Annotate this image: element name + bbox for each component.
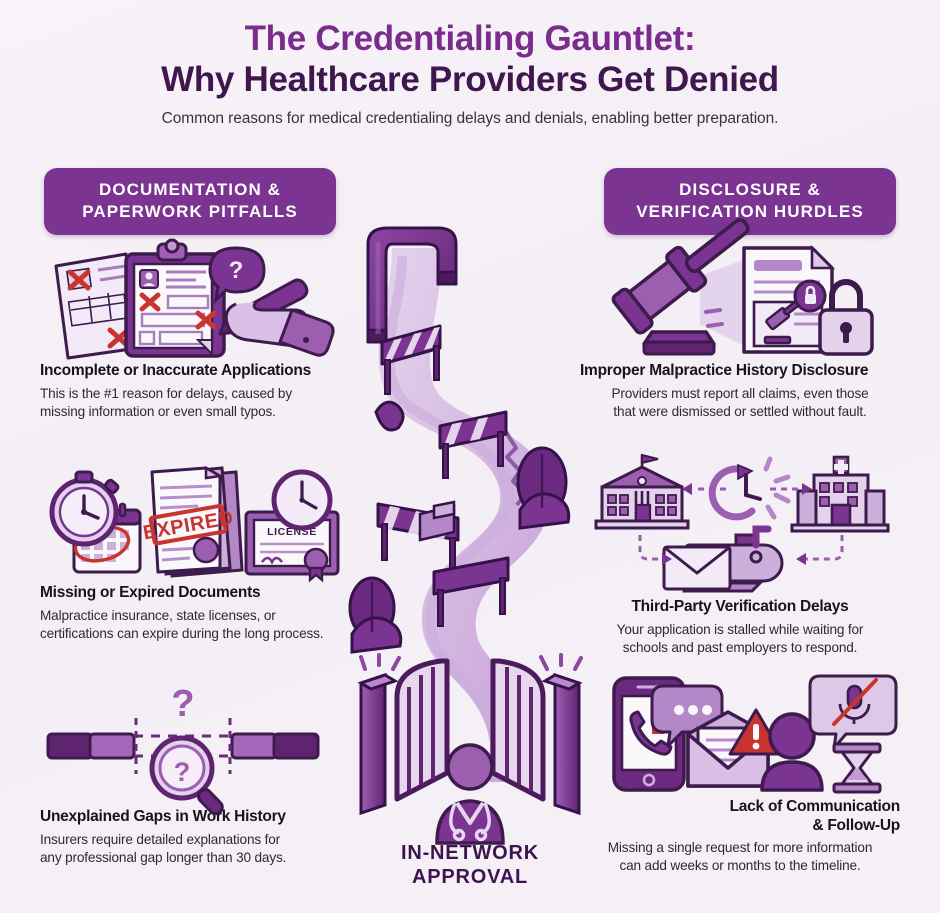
item-title-6-line1: Lack of Communication	[729, 798, 901, 815]
item-lack-of-communication: Lack of Communication & Follow-Up Missin…	[580, 672, 900, 875]
stopwatch-icon	[49, 470, 120, 547]
item-incomplete-applications: ? Incomplete or Inaccurate Applications …	[40, 238, 360, 421]
column-header-left-line1: DOCUMENTATION &	[98, 180, 282, 199]
item-unexplained-work-gaps: ? ? Unexplained Gaps in Work History Ins…	[40, 683, 360, 867]
item-body-5: Your application is stalled while waitin…	[580, 621, 900, 657]
hand-with-pen-icon	[218, 278, 335, 357]
dashed-arrow-connectors	[638, 487, 844, 561]
item-body-1: This is the #1 reason for delays, caused…	[40, 385, 360, 421]
envelope-icon	[662, 545, 732, 591]
approval-label-line1: IN-NETWORK	[401, 842, 539, 864]
road-step-obstacle	[418, 500, 456, 542]
magnifying-glass-icon: ?	[149, 735, 224, 816]
item-malpractice-disclosure: Improper Malpractice History Disclosure …	[580, 218, 900, 421]
column-header-disclosure: DISCLOSURE & VERIFICATION HURDLES	[604, 168, 896, 235]
item-body-6-line1: Missing a single request for more inform…	[607, 840, 873, 856]
gavel-icon	[611, 218, 750, 356]
item-body-6: Missing a single request for more inform…	[580, 839, 900, 875]
page-subtitle: Common reasons for medical credentialing…	[161, 109, 779, 127]
item-body-6-line2: can add weeks or months to the timeline.	[619, 858, 861, 874]
item-body-1-line2: missing information or even small typos.	[40, 403, 276, 419]
column-header-right-line1: DISCLOSURE &	[679, 180, 821, 199]
road-barricade-1	[380, 324, 442, 395]
road-barricade-4	[438, 410, 508, 479]
school-building-icon	[594, 453, 690, 530]
item-missing-expired-documents: EXPIRED LICENSE	[40, 462, 360, 643]
page-title-line2: Why Healthcare Providers Get Denied	[161, 60, 779, 100]
item-title-6-line2: & Follow-Up	[812, 816, 900, 834]
item-body-4: Providers must report all claims, even t…	[580, 385, 900, 421]
sparkle-lines-left	[359, 653, 401, 671]
item-body-2: Malpractice insurance, state licenses, o…	[40, 607, 360, 643]
item-title-1: Incomplete or Inaccurate Applications	[40, 362, 311, 379]
gate-leaf-right[interactable]	[490, 658, 546, 802]
clipboard-icon	[124, 238, 226, 358]
muted-microphone-bubble-icon	[808, 674, 898, 750]
question-mark-large-icon: ?	[171, 683, 194, 725]
impact-lines	[704, 308, 724, 328]
email-alert-icon	[686, 708, 784, 788]
item-body-3-line1: Insurers require detailed explanations f…	[40, 831, 281, 847]
work-history-gap-icon: ? ?	[40, 683, 360, 816]
expired-papers-icon: EXPIRED	[141, 465, 244, 578]
item-title-3: Unexplained Gaps in Work History	[40, 808, 286, 825]
page-header: The Credentialing Gauntlet: Why Healthca…	[0, 18, 940, 128]
waiting-clock-icon	[708, 456, 791, 521]
person-silhouette-icon	[760, 712, 824, 792]
hospital-building-icon	[790, 455, 890, 533]
gate-pillar-left	[359, 672, 387, 816]
item-body-4-line1: Providers must report all claims, even t…	[611, 385, 869, 401]
item-body-3-line2: any professional gap longer than 30 days…	[40, 849, 287, 865]
gate-leaf-left[interactable]	[394, 658, 450, 802]
item-title-5: Third-Party Verification Delays	[631, 598, 849, 615]
item-third-party-verification: Third-Party Verification Delays Your app…	[580, 453, 900, 657]
approval-label-line2: APPROVAL	[411, 865, 529, 888]
hourglass-icon	[832, 742, 882, 794]
clock-motion-lines	[763, 456, 791, 520]
bush-right-upper	[516, 446, 571, 530]
verification-network-icon	[580, 453, 900, 593]
gap-boundary-markers	[134, 718, 232, 774]
timeline-bar-icon	[46, 732, 320, 760]
red-x-mark-icon-2	[139, 292, 217, 330]
question-speech-bubble-icon: ?	[208, 246, 266, 305]
mailbox-icon	[662, 525, 784, 593]
approval-gate-illustration	[355, 653, 585, 845]
svg-text:?: ?	[229, 257, 244, 284]
wall-clock-icon	[271, 469, 333, 531]
sparkle-lines-right	[539, 653, 583, 671]
expired-documents-icon: EXPIRED LICENSE	[40, 462, 360, 583]
approval-goal-label: IN-NETWORK APPROVAL	[340, 842, 600, 889]
item-body-3: Insurers require detailed explanations f…	[40, 831, 360, 867]
open-gates-svg	[357, 653, 583, 845]
padlock-icon	[818, 279, 874, 356]
archway-gate	[366, 226, 458, 344]
item-body-4-line2: that were dismissed or settled without f…	[613, 403, 867, 419]
page-title-line1: The Credentialing Gauntlet:	[244, 19, 696, 58]
item-body-1-line1: This is the #1 reason for delays, caused…	[40, 385, 292, 401]
svg-text:?: ?	[174, 757, 191, 787]
rock-left	[374, 400, 405, 432]
arrow-heads	[662, 483, 812, 565]
bush-left-lower	[348, 576, 403, 654]
column-header-left-line2: PAPERWORK PITFALLS	[82, 201, 298, 221]
item-body-2-line2: certifications can expire during the lon…	[40, 625, 324, 641]
doctor-figure	[435, 743, 505, 845]
column-header-documentation: DOCUMENTATION & PAPERWORK PITFALLS	[44, 168, 336, 235]
item-body-2-line1: Malpractice insurance, state licenses, o…	[40, 607, 276, 623]
gavel-locked-document-icon	[580, 218, 900, 358]
gate-pillar-right	[553, 672, 581, 816]
sealed-document-icon	[742, 244, 836, 354]
communication-breakdown-icon	[580, 672, 900, 794]
item-body-5-line2: schools and past employers to respond.	[622, 639, 858, 655]
item-title-4: Improper Malpractice History Disclosure	[580, 362, 869, 379]
road-barricade-3	[432, 556, 510, 627]
clipboard-form-icon: ?	[40, 238, 360, 360]
item-title-6: Lack of Communication & Follow-Up	[580, 798, 901, 835]
item-title-2: Missing or Expired Documents	[40, 584, 261, 601]
column-header-right-line2: VERIFICATION HURDLES	[636, 201, 864, 221]
item-body-5-line1: Your application is stalled while waitin…	[616, 621, 864, 637]
road-ribbon	[378, 248, 550, 782]
